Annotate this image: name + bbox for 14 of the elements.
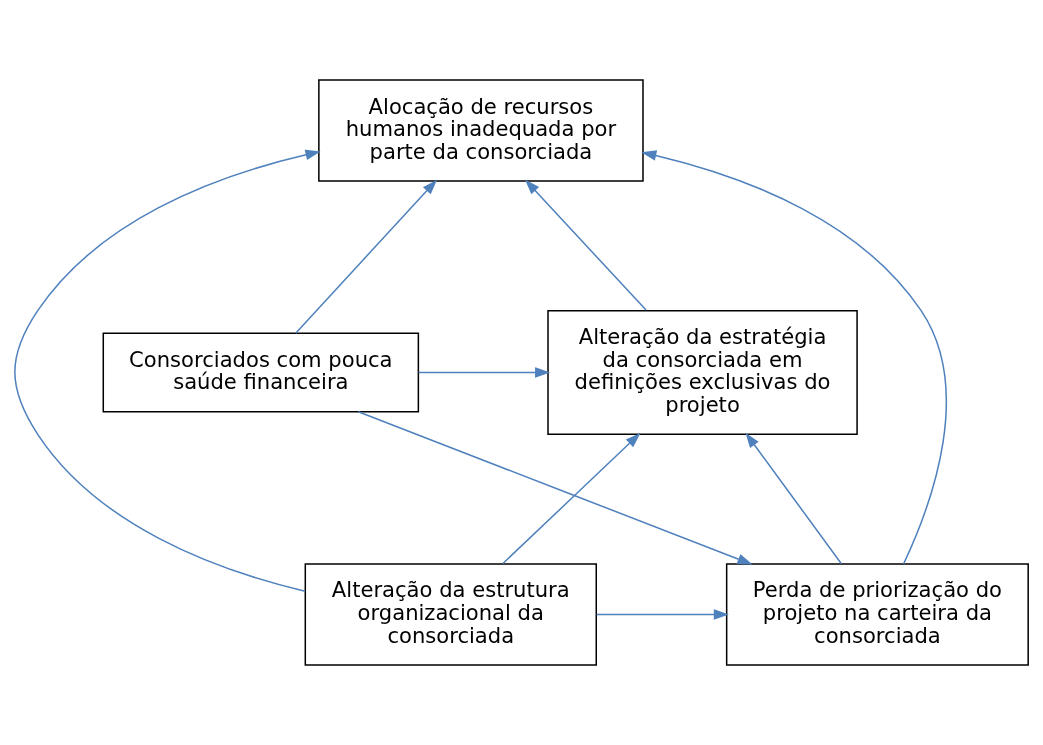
node-box: Consorciados com pouca saúde financeira [102,332,420,413]
arrow [294,179,438,334]
node-box: Alteração da estratégia da consorciada em definições exclusivas do projeto [547,309,858,436]
arrow [595,609,729,620]
node-box: Alteração da estrutura organizacional da consorciada [304,563,597,666]
node-box: Perda de priorização do projeto na carteira da consorciada [725,563,1029,666]
arrow [745,432,842,565]
arrow [14,149,321,593]
arrow [502,432,641,565]
arrow [641,150,947,565]
node-box: Alocação de recursos humanos inadequada por parte da consorciada [318,79,644,182]
arrow [417,367,551,378]
arrow [524,179,647,311]
arrow [357,411,753,565]
